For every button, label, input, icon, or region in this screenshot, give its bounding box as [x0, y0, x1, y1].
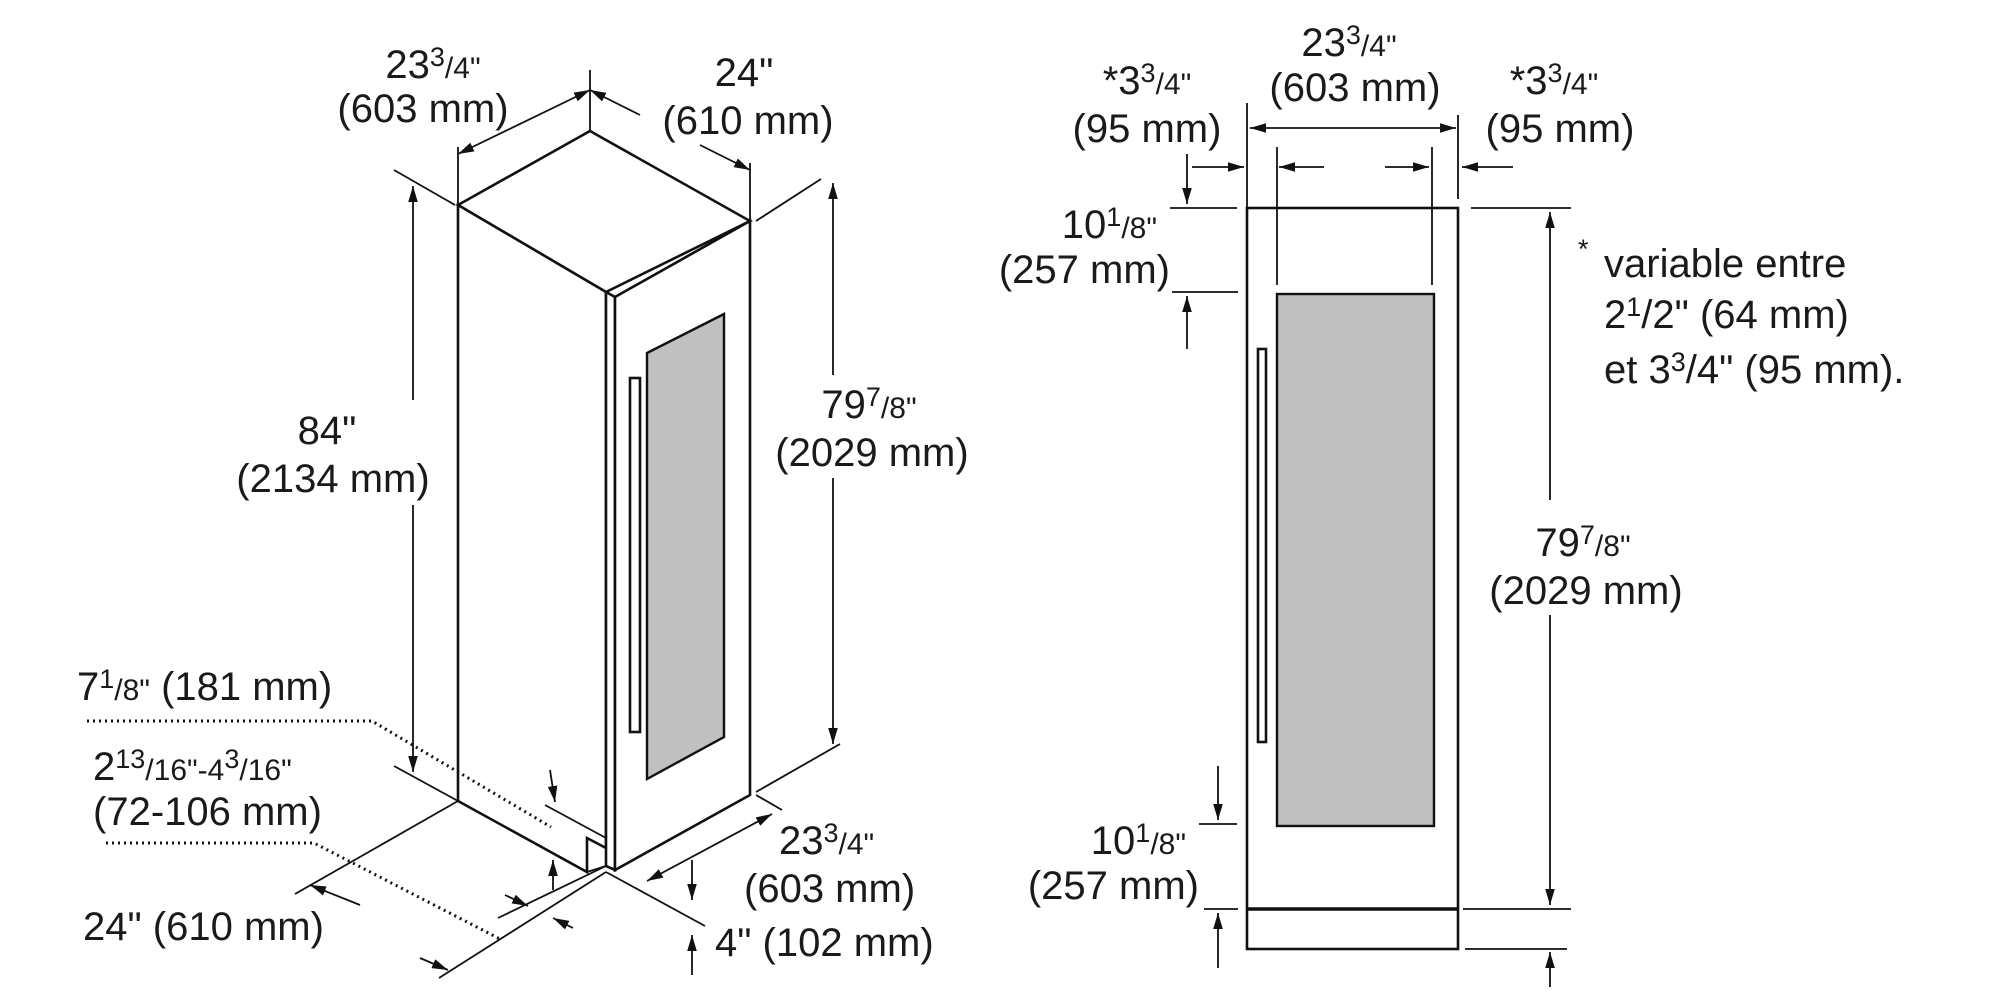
right-labels: 233/4" (603 mm) *33/4" (95 mm) *33/4" (9…	[999, 20, 1683, 908]
cabinet-side-face	[456, 202, 608, 875]
panel-height-inch: 797/8"	[1535, 520, 1630, 565]
total-height-mm: (2134 mm)	[236, 457, 429, 501]
left-gap-inch: *33/4"	[1103, 58, 1192, 103]
door-edge	[604, 289, 617, 873]
panel-width-inch: 233/4"	[1301, 20, 1396, 65]
right-dimension-lines	[1170, 103, 1571, 987]
note-line-2: 21/2" (64 mm)	[1604, 292, 1849, 337]
top-rail-inch: 101/8"	[1062, 202, 1157, 247]
top-width-inch: 233/4"	[385, 42, 480, 87]
toe-kick-height-label: 71/8" (181 mm)	[77, 664, 332, 709]
panel-handle	[1256, 347, 1268, 744]
bottom-rail-inch: 101/8"	[1091, 818, 1186, 863]
toe-kick-range-mm: (72-106 mm)	[93, 790, 322, 834]
panel-height-mm: (2029 mm)	[1489, 569, 1682, 613]
door-handle	[628, 376, 642, 734]
toe-kick-depth-label: 4" (102 mm)	[715, 921, 934, 965]
toe-kick-range-inch: 213/16"-43/16"	[93, 744, 292, 789]
isometric-cabinet	[455, 129, 753, 875]
left-dimension-lines	[87, 70, 841, 979]
door-height-inch: 797/8"	[821, 382, 916, 427]
left-gap-mm: (95 mm)	[1073, 107, 1222, 151]
door-glass	[645, 312, 726, 782]
left-labels: 233/4" (603 mm) 24" (610 mm) 84" (2134 m…	[77, 42, 969, 965]
top-depth-mm: (610 mm)	[662, 99, 833, 143]
right-gap-inch: *33/4"	[1510, 58, 1599, 103]
total-height-inch: 84"	[298, 409, 357, 453]
panel-width-mm: (603 mm)	[1269, 66, 1440, 110]
bottom-rail-mm: (257 mm)	[1028, 864, 1199, 908]
right-gap-mm: (95 mm)	[1486, 107, 1635, 151]
note-asterisk: *	[1578, 234, 1589, 264]
note-line-1: variable entre	[1604, 242, 1846, 286]
top-width-mm: (603 mm)	[337, 87, 508, 131]
variable-gap-note: * variable entre 21/2" (64 mm) et 33/4" …	[1578, 234, 1904, 392]
top-rail-mm: (257 mm)	[999, 248, 1170, 292]
top-depth-inch: 24"	[715, 51, 774, 95]
door-height-mm: (2029 mm)	[775, 431, 968, 475]
floor-depth-label: 24" (610 mm)	[83, 905, 324, 949]
toe-kick-line	[544, 804, 607, 839]
bottom-width-mm: (603 mm)	[744, 867, 915, 911]
bottom-width-inch: 233/4"	[779, 818, 874, 863]
front-panel-view	[1245, 206, 1460, 951]
note-line-3: et 33/4" (95 mm).	[1604, 347, 1904, 392]
panel-glass	[1275, 292, 1436, 828]
